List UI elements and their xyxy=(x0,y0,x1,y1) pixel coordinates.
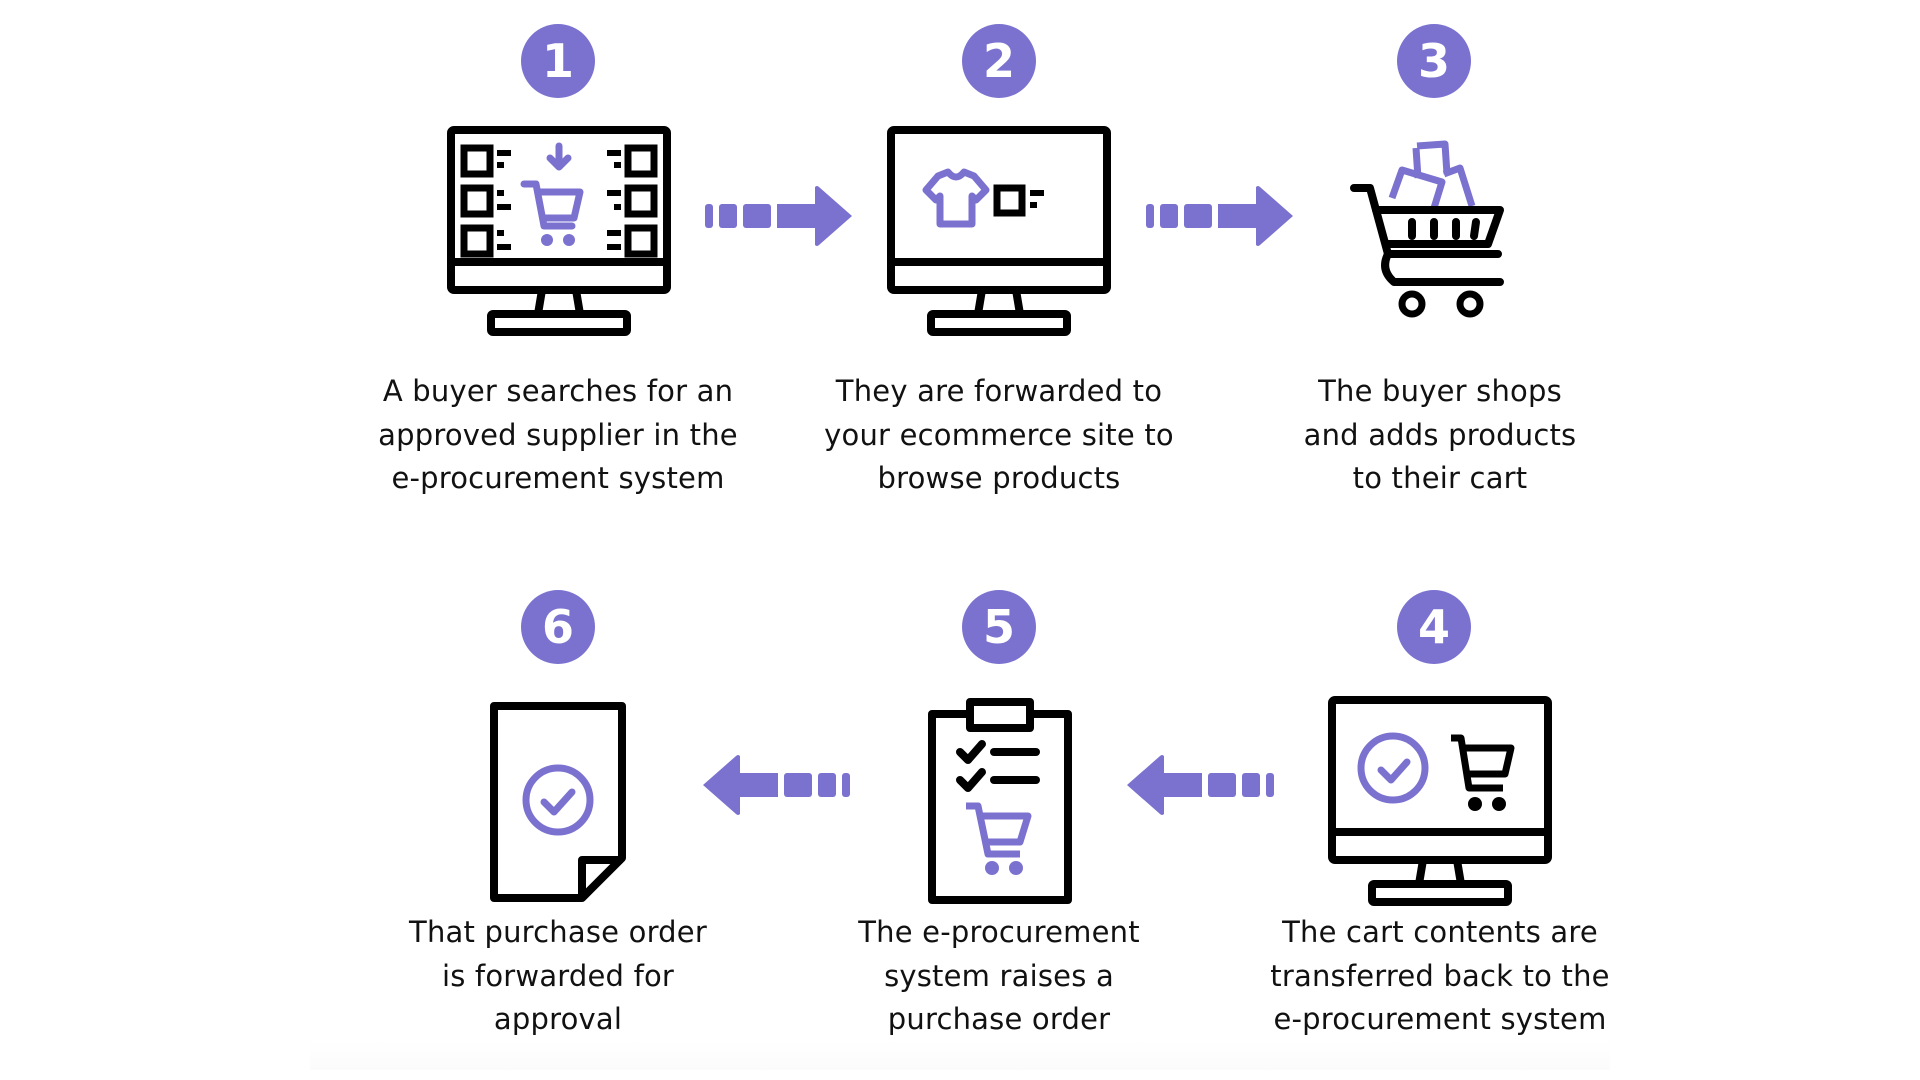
step-2-caption: They are forwarded to your ecommerce sit… xyxy=(779,370,1219,501)
caption-line: system raises a xyxy=(884,958,1114,993)
right-arrow-icon xyxy=(1146,186,1293,246)
step-3-number-badge: 3 xyxy=(1397,24,1471,98)
step-1-caption: A buyer searches for an approved supplie… xyxy=(338,370,778,501)
step-4-caption: The cart contents are transferred back t… xyxy=(1220,911,1660,1042)
caption-line: is forwarded for xyxy=(441,958,675,993)
monitor-check-cart-icon xyxy=(1328,696,1552,906)
caption-line: purchase order xyxy=(887,1002,1111,1036)
caption-line: transferred back to the xyxy=(1270,958,1610,993)
step-5-number-badge: 5 xyxy=(962,590,1036,664)
left-arrow-icon xyxy=(1127,755,1274,815)
caption-line: to their cart xyxy=(1352,461,1528,495)
full-shopping-cart-icon xyxy=(1350,140,1504,318)
caption-line: browse products xyxy=(877,461,1121,495)
caption-line: The buyer shops xyxy=(1318,374,1562,408)
step-4-number-badge: 4 xyxy=(1397,590,1471,664)
caption-line: A buyer searches for an xyxy=(382,374,734,408)
step-6-number-badge: 6 xyxy=(521,590,595,664)
step-5-caption: The e-procurement system raises a purcha… xyxy=(779,911,1219,1042)
caption-line: your ecommerce site to xyxy=(824,417,1174,452)
step-3-caption: The buyer shops and adds products to the… xyxy=(1220,370,1660,501)
caption-line: e-procurement system xyxy=(391,461,725,495)
monitor-search-cart-icon xyxy=(447,126,671,336)
left-arrow-icon xyxy=(703,755,850,815)
caption-line: The cart contents are xyxy=(1282,915,1598,949)
clipboard-checklist-cart-icon xyxy=(928,698,1072,904)
right-arrow-icon xyxy=(705,186,852,246)
caption-line: They are forwarded to xyxy=(835,374,1163,408)
monitor-shirt-product-icon xyxy=(887,126,1111,336)
caption-line: That purchase order xyxy=(409,915,707,949)
step-2-number-badge: 2 xyxy=(962,24,1036,98)
bottom-fade xyxy=(310,1040,1610,1070)
caption-line: approved supplier in the xyxy=(378,417,738,452)
caption-line: e-procurement system xyxy=(1273,1002,1607,1036)
caption-line: and adds products xyxy=(1303,417,1577,452)
caption-line: approval xyxy=(493,1002,623,1036)
document-approved-icon xyxy=(490,702,626,902)
step-6-caption: That purchase order is forwarded for app… xyxy=(338,911,778,1042)
caption-line: The e-procurement xyxy=(858,915,1140,949)
step-1-number-badge: 1 xyxy=(521,24,595,98)
